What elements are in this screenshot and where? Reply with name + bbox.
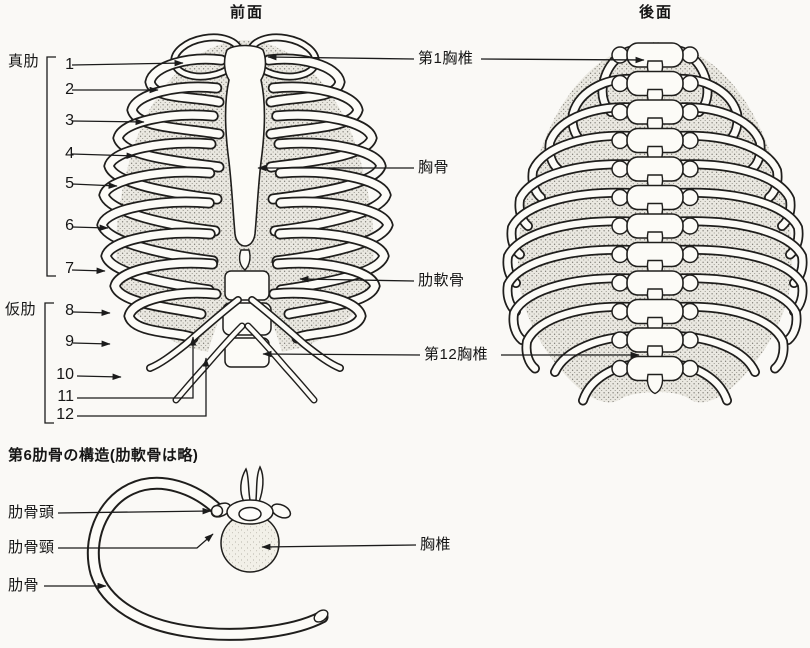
rib-number-12: 12 [56, 406, 74, 423]
title-posterior: 後面 [638, 4, 673, 21]
title-anterior: 前面 [229, 4, 264, 21]
leader-t12-left [262, 350, 421, 358]
lower-spine [222, 270, 272, 368]
leader-t1-left [267, 53, 415, 61]
leader-t1-right [480, 56, 645, 64]
transverse-process-right [270, 503, 292, 519]
rib6-illustration [86, 465, 329, 641]
floating-ribs [146, 296, 344, 404]
vertebral-foramen [238, 506, 262, 522]
leader-rib-10 [76, 373, 122, 381]
rib-number-8: 8 [65, 302, 74, 319]
rib-number-1: 1 [65, 56, 74, 73]
leader-rib-4 [71, 152, 136, 159]
label-false-ribs: 仮肋 [5, 301, 37, 318]
leader-rib-9 [72, 340, 111, 348]
rib-head-shape [210, 504, 224, 518]
posterior-ribs-right [666, 45, 808, 406]
posterior-view-illustration [502, 42, 808, 406]
anterior-view-illustration [96, 33, 394, 404]
rib-number-6: 6 [65, 217, 74, 234]
leader-costal-cartilage [299, 275, 415, 283]
leader-lines [44, 53, 645, 590]
label-rib-head: 肋骨頭 [8, 504, 55, 521]
leader-rib-6 [71, 224, 109, 232]
label-costal-cartilage: 肋軟骨 [418, 272, 465, 289]
label-sternum: 胸骨 [418, 159, 450, 176]
leader-rib-3 [71, 118, 145, 126]
rib-number-11: 11 [57, 388, 74, 405]
leader-rib-11 [77, 336, 197, 399]
rib-number-4: 4 [65, 145, 74, 162]
label-rib-neck: 肋骨頸 [8, 539, 55, 556]
bracket-false-ribs [44, 302, 54, 424]
rib-number-10: 10 [56, 366, 74, 383]
rib-number-3: 3 [65, 112, 74, 129]
leader-rib-8 [72, 309, 111, 317]
rib-number-5: 5 [65, 175, 74, 192]
label-t12-vertebra: 第12胸椎 [424, 346, 489, 363]
rib-number-7: 7 [65, 260, 74, 277]
rib-number-9: 9 [65, 333, 74, 350]
sternum-bone [223, 44, 267, 247]
bracket-true-ribs [46, 56, 56, 277]
leader-rib-7 [71, 267, 106, 274]
rib6-section-heading: 第6肋骨の構造(肋軟骨は略) [8, 447, 199, 464]
leader-rib-head [57, 507, 212, 515]
xiphoid-process [238, 249, 251, 271]
rib-number-2: 2 [65, 81, 74, 98]
anterior-ribs-left [96, 33, 244, 344]
leader-vertebra [261, 543, 417, 551]
leader-rib-neck [58, 533, 214, 549]
spinous-process-prong-left [240, 467, 251, 503]
leader-rib-5 [71, 182, 118, 189]
leader-rib-12 [77, 357, 210, 417]
rib6-shaft [86, 476, 329, 641]
label-true-ribs: 真肋 [8, 53, 40, 70]
label-rib: 肋骨 [8, 577, 40, 594]
spinous-process-prong-right [255, 465, 264, 504]
leader-rib-1 [71, 59, 184, 67]
label-thoracic-vertebra: 胸椎 [420, 536, 452, 553]
label-t1-vertebra: 第1胸椎 [418, 50, 474, 67]
